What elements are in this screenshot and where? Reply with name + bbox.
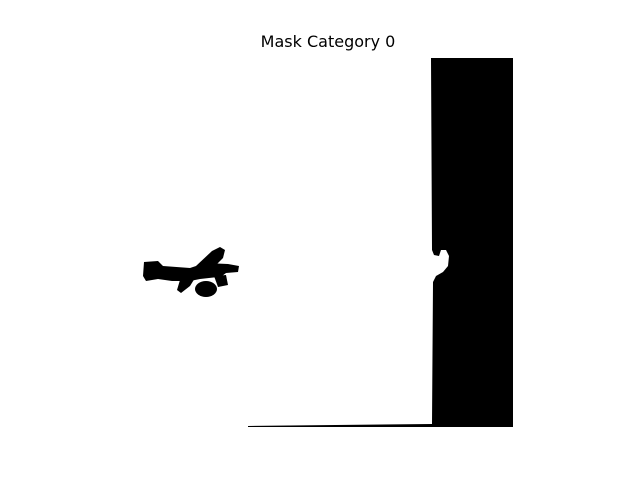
mask-region-right bbox=[248, 58, 513, 427]
mask-airplane-blob bbox=[143, 247, 239, 297]
figure-title: Mask Category 0 bbox=[260, 32, 396, 51]
